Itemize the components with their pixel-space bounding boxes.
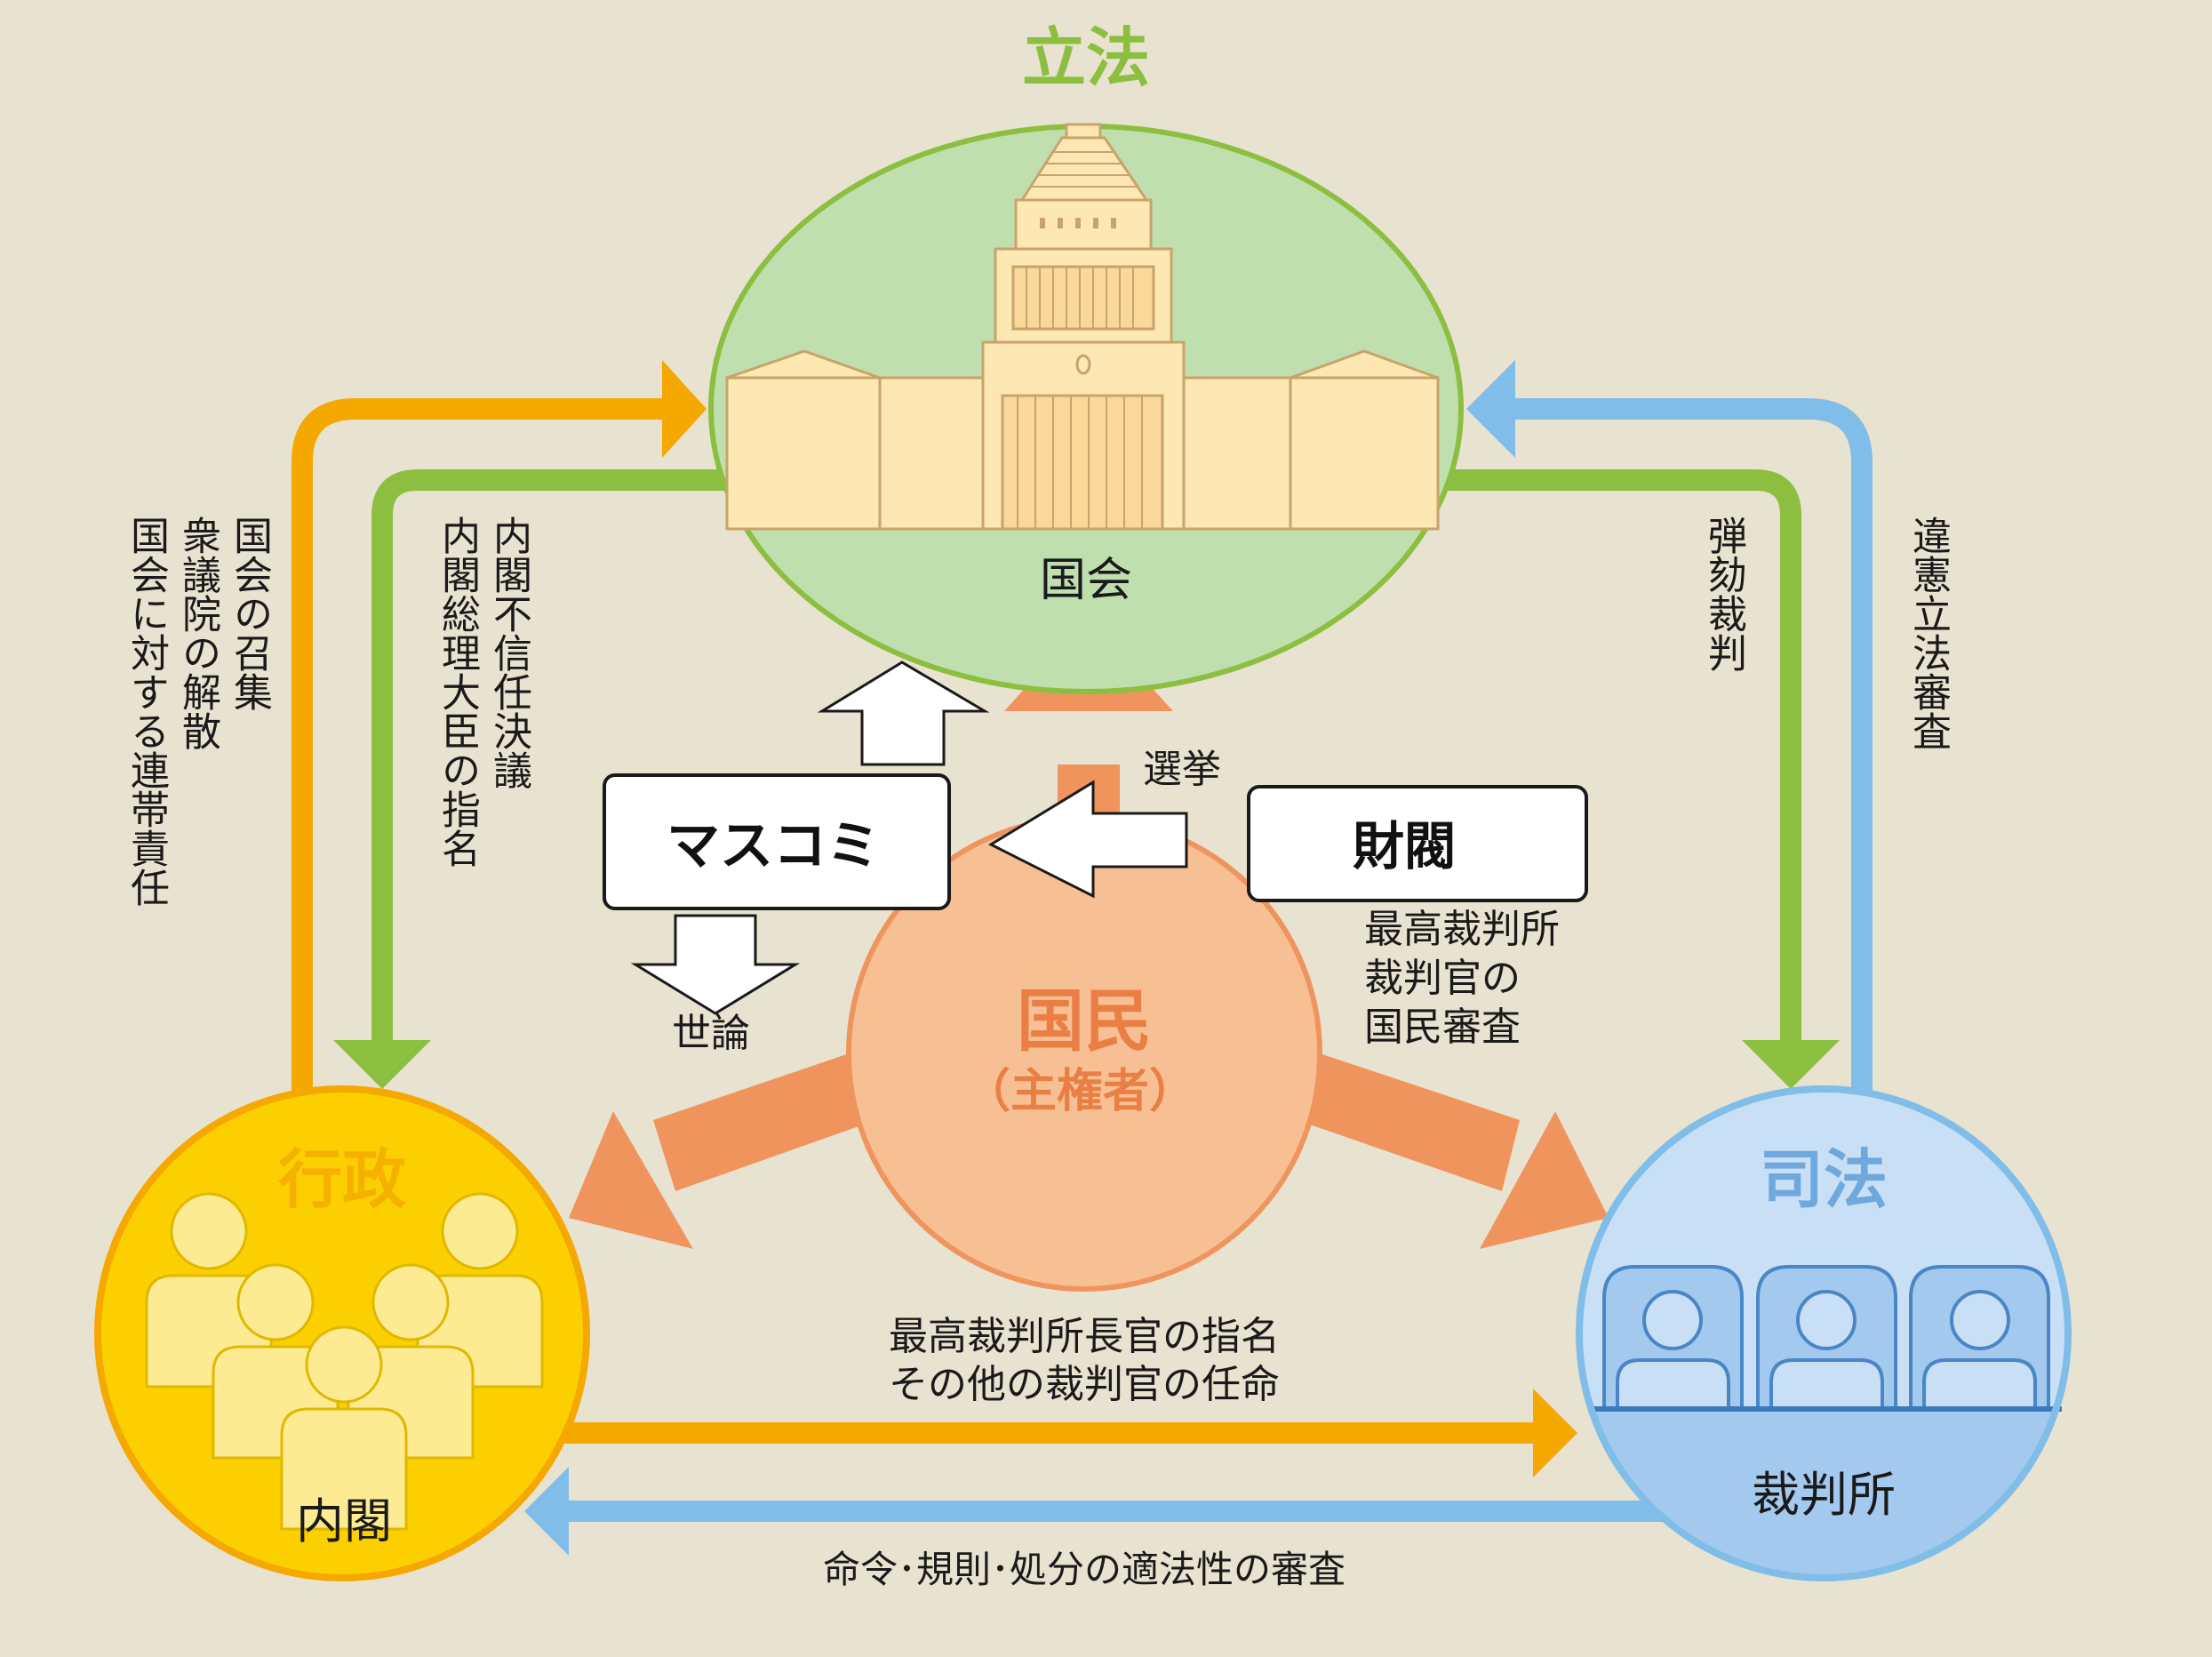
- judicial-title: 司法: [1760, 1142, 1888, 1217]
- zaibatsu-to-media-arrow: [987, 780, 1188, 899]
- jud-to-leg-labels: 違憲立法審査: [1902, 516, 1953, 800]
- legislative-label: 国会: [1040, 554, 1132, 607]
- people-subtitle: （主権者）: [964, 1065, 1195, 1118]
- arrow-leg-to-exec: [333, 469, 729, 1089]
- election-label: 選挙: [1143, 747, 1221, 792]
- jud-to-exec-label: 命令･規則･処分の適法性の審査: [823, 1548, 1346, 1591]
- relation-label-line: 最高裁判所: [1364, 907, 1560, 952]
- dissolve-house-text: 衆議院の解散: [175, 516, 220, 750]
- arrow-jud-to-exec: [524, 1467, 1671, 1556]
- legislative-title: 立法: [1022, 20, 1150, 95]
- exec-to-jud-label: 最高裁判所長官の指名 その他の裁判官の任命: [889, 1314, 1280, 1407]
- judges-icon: [1591, 1265, 2062, 1412]
- public-opinion-label: 世論: [672, 1011, 750, 1056]
- media-up-arrow: [817, 660, 990, 766]
- judicial-review-text: 違憲立法審査: [1905, 516, 1951, 750]
- executive-node: 行政 内閣: [94, 1085, 590, 1581]
- judicial-label: 裁判所: [1752, 1467, 1896, 1523]
- impeachment-text: 弾劾裁判: [1701, 516, 1746, 672]
- diet-building-icon: [725, 123, 1440, 531]
- media-box: マスコミ: [603, 773, 951, 910]
- media-label: マスコミ: [667, 815, 880, 877]
- people-to-judicial-label: 最高裁判所 裁判官の 国民審査: [1364, 907, 1560, 1050]
- relation-label-line: その他の裁判官の任命: [889, 1362, 1280, 1407]
- arrow-exec-to-leg: [291, 360, 707, 1093]
- executive-title: 行政: [278, 1142, 406, 1217]
- relation-label-line: 裁判官の: [1364, 956, 1521, 1001]
- cabinet-members-icon: [145, 1192, 544, 1531]
- convene-diet-text: 国会の召集: [227, 516, 272, 711]
- leg-to-exec-labels: 内閣不信任決議 内閣総理大臣の指名: [431, 516, 534, 925]
- people-title: 国民: [1017, 981, 1152, 1061]
- media-down-arrow: [630, 914, 801, 1015]
- no-confidence-text: 内閣不信任決議: [486, 516, 531, 789]
- legislative-node: 立法 国会: [708, 20, 1464, 694]
- relation-label-line: 最高裁判所長官の指名: [889, 1314, 1280, 1359]
- arrow-exec-to-jud: [551, 1389, 1577, 1477]
- arrow-people-to-exec: [569, 1049, 889, 1249]
- zaibatsu-box: 財閥: [1247, 785, 1588, 902]
- relation-label-line: 国民審査: [1364, 1005, 1521, 1050]
- arrow-people-to-jud: [1284, 1049, 1609, 1249]
- pm-nomination-text: 内閣総理大臣の指名: [435, 516, 480, 868]
- joint-responsibility-text: 国会に対する連帯責任: [124, 516, 169, 907]
- arrow-jud-to-leg: [1466, 360, 1873, 1093]
- executive-label: 内閣: [296, 1493, 392, 1549]
- arrow-leg-to-jud: [1422, 469, 1840, 1089]
- leg-to-jud-labels: 弾劾裁判: [1697, 516, 1749, 782]
- zaibatsu-label: 財閥: [1353, 816, 1456, 877]
- exec-to-leg-labels: 国会の召集 衆議院の解散 国会に対する連帯責任: [120, 516, 275, 978]
